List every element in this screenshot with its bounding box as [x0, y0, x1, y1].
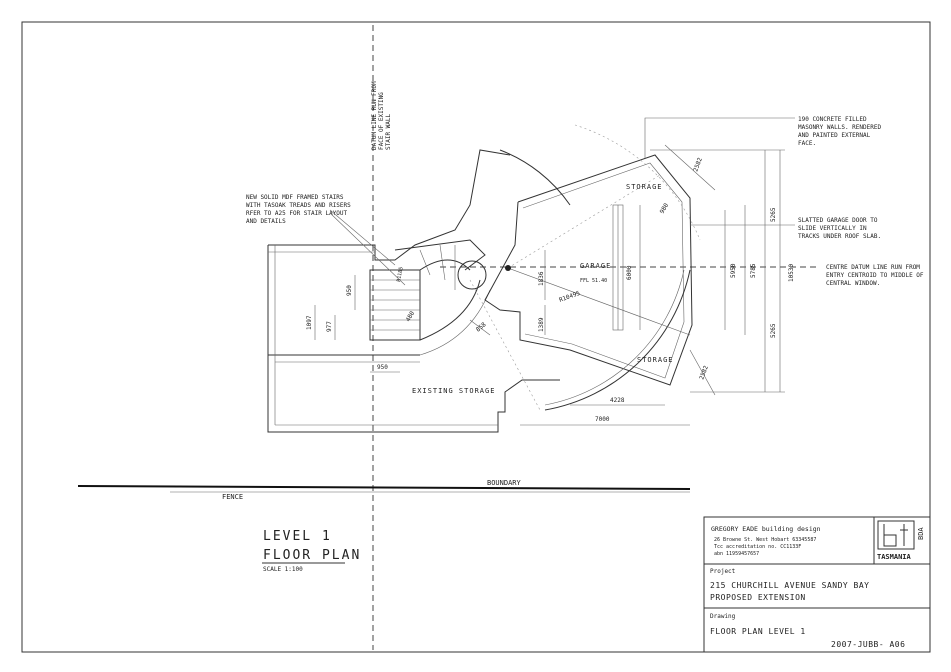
- svg-text:RFER TO A25 FOR STAIR LAYOUT: RFER TO A25 FOR STAIR LAYOUT: [246, 210, 348, 217]
- dim-6000: 6000: [626, 265, 633, 280]
- datum-note-line-3: STAIR WALL: [385, 113, 392, 150]
- extension-plan: [469, 124, 701, 411]
- svg-text:WITH TASOAK TREADS AND RISERS: WITH TASOAK TREADS AND RISERS: [246, 202, 351, 209]
- fence-label: FENCE: [222, 493, 243, 501]
- room-storage-bottom: STORAGE: [637, 356, 674, 364]
- title-block: [703, 516, 931, 653]
- dim-5785: 5785: [750, 263, 757, 278]
- dim-980: 980: [659, 202, 671, 215]
- sheet-border: [21, 21, 931, 653]
- boundary-label: BOUNDARY: [487, 479, 522, 487]
- svg-text:SLATTED GARAGE DOOR TO: SLATTED GARAGE DOOR TO: [798, 217, 878, 224]
- dim-5265-top: 5265: [770, 207, 777, 222]
- dim-5265-bottom: 5265: [770, 323, 777, 338]
- boundary-line: [77, 485, 691, 490]
- room-existing-storage: EXISTING STORAGE: [412, 387, 495, 395]
- existing-upper-wall: [268, 149, 511, 261]
- datum-note-line-1: DATUM LINE RUN FROM: [371, 81, 378, 150]
- svg-text:CENTRAL WINDOW.: CENTRAL WINDOW.: [826, 280, 880, 287]
- dim-4228: 4228: [610, 397, 625, 404]
- svg-text:SLIDE VERTICALLY IN: SLIDE VERTICALLY IN: [798, 225, 867, 232]
- svg-text:TRACKS UNDER ROOF SLAB.: TRACKS UNDER ROOF SLAB.: [798, 233, 881, 240]
- dim-1097: 1097: [306, 315, 313, 330]
- drawing-scale: SCALE 1:100: [263, 566, 303, 573]
- logo-tasmania-text: TASMANIA: [877, 553, 912, 561]
- project-address: 215 CHURCHILL AVENUE SANDY BAY: [710, 581, 870, 590]
- svg-text:MASONRY WALLS. RENDERED: MASONRY WALLS. RENDERED: [798, 124, 881, 131]
- masonry-note: 190 CONCRETE FILLED MASONRY WALLS. RENDE…: [644, 116, 881, 158]
- project-label: Project: [710, 568, 736, 575]
- drawing-title-line1: LEVEL 1: [263, 529, 332, 544]
- existing-building-outline: [267, 245, 560, 433]
- room-storage-top: STORAGE: [626, 183, 663, 191]
- dim-2582-bottom: 2582: [698, 364, 710, 380]
- svg-text:FACE.: FACE.: [798, 140, 816, 147]
- svg-text:190 CONCRETE FILLED: 190 CONCRETE FILLED: [798, 116, 867, 123]
- dim-2582-top: 2582: [692, 156, 704, 172]
- datum-line-note: DATUM LINE RUN FROM FACE OF EXISTING STA…: [371, 81, 392, 150]
- garage-door-note: SLATTED GARAGE DOOR TO SLIDE VERTICALLY …: [690, 217, 881, 240]
- dim-950-bottom: 950: [377, 364, 388, 371]
- datum-note-line-2: FACE OF EXISTING: [378, 92, 385, 150]
- svg-text:ENTRY CENTROID TO MIDDLE OF: ENTRY CENTROID TO MIDDLE OF: [826, 272, 924, 279]
- centre-datum-note: CENTRE DATUM LINE RUN FROM ENTRY CENTROI…: [826, 264, 924, 287]
- dim-r10495: R10495: [558, 290, 581, 304]
- svg-text:AND DETAILS: AND DETAILS: [246, 218, 286, 225]
- dim-1836: 1836: [538, 271, 545, 286]
- firm-address: 26 Browne St. West Hobart 63345587: [714, 537, 816, 543]
- bda-logo: BDA TASMANIA: [877, 520, 925, 561]
- project-description: PROPOSED EXTENSION: [710, 593, 806, 602]
- room-garage: GARAGE: [580, 262, 611, 270]
- dim-5950: 5950: [730, 263, 737, 278]
- firm-accreditation: Tcc accreditation no. CC1133F: [714, 544, 801, 550]
- stairs: [369, 239, 491, 356]
- dim-480: 480: [405, 310, 417, 323]
- entry-centroid-marker: [505, 265, 511, 271]
- dim-1389: 1389: [538, 317, 545, 332]
- drawing-label: Drawing: [710, 613, 736, 620]
- drawing-name: FLOOR PLAN LEVEL 1: [710, 627, 806, 636]
- svg-text:AND PAINTED EXTERNAL: AND PAINTED EXTERNAL: [798, 132, 871, 139]
- svg-text:CENTRE DATUM LINE RUN FROM: CENTRE DATUM LINE RUN FROM: [826, 264, 920, 271]
- dim-977: 977: [326, 321, 333, 332]
- dimension-lines: [314, 144, 785, 426]
- dim-7000: 7000: [595, 416, 610, 423]
- firm-name: GREGORY EADE building design: [711, 525, 821, 533]
- garage-ffl-level: FFL 51.40: [580, 278, 607, 284]
- logo-bda-text: BDA: [917, 527, 925, 540]
- drawing-title-line2: FLOOR PLAN: [263, 548, 361, 563]
- stairs-note: NEW SOLID MDF FRAMED STAIRS WITH TASOAK …: [246, 194, 406, 286]
- drawing-number: 2007-JUBB- A06: [831, 640, 905, 649]
- svg-text:NEW SOLID MDF FRAMED STAIRS: NEW SOLID MDF FRAMED STAIRS: [246, 194, 344, 201]
- dim-10530: 10530: [788, 264, 795, 282]
- firm-abn: abn 11959457657: [714, 551, 759, 557]
- dim-r1185: R1185: [396, 266, 405, 282]
- dim-950-left: 950: [346, 285, 353, 296]
